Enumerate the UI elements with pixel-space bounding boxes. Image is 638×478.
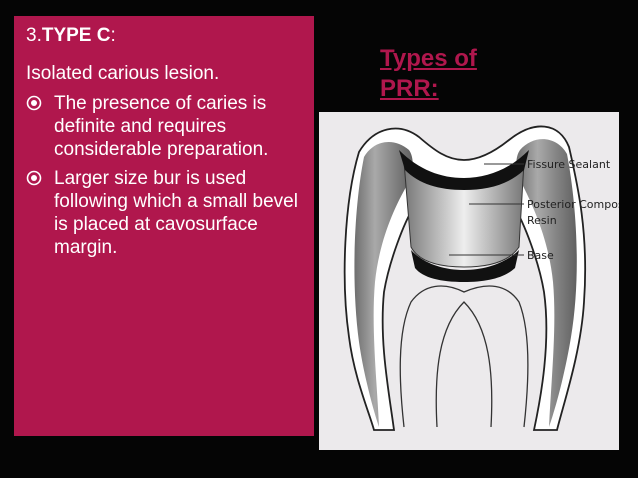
tooth-outline — [343, 125, 587, 431]
slide-heading: 3.TYPE C: — [26, 24, 306, 48]
pulp-outline — [399, 285, 529, 428]
target-bullet-icon — [26, 170, 42, 186]
side-title: Types of PRR: — [380, 45, 477, 102]
fissure-sealant-layer — [399, 150, 529, 190]
label-base: Base — [527, 249, 554, 262]
enamel-right — [516, 139, 577, 427]
text-panel: 3.TYPE C: Isolated carious lesion. The p… — [14, 16, 314, 436]
label-resin: Resin — [527, 214, 557, 227]
base-layer — [411, 250, 519, 282]
enamel-left — [354, 141, 413, 427]
root-canal-outline — [435, 301, 493, 428]
tooth-illustration: Fissure Sealant Posterior Composite Resi… — [343, 125, 619, 431]
intro-text: Isolated carious lesion. — [26, 63, 220, 84]
label-fissure-sealant: Fissure Sealant — [527, 158, 611, 171]
bullet-text: The presence of caries is definite and r… — [54, 93, 269, 160]
heading-type: TYPE C — [41, 25, 111, 46]
bullet-item: Larger size bur is used following which … — [26, 167, 306, 259]
bullet-item: The presence of caries is definite and r… — [26, 92, 306, 161]
target-bullet-icon — [26, 95, 42, 111]
tooth-diagram: Fissure Sealant Posterior Composite Resi… — [319, 112, 619, 450]
bullet-text: Larger size bur is used following which … — [54, 168, 298, 258]
heading-number: 3. — [26, 25, 42, 46]
heading-colon: : — [110, 25, 116, 46]
label-posterior-composite: Posterior Composite — [527, 198, 619, 211]
